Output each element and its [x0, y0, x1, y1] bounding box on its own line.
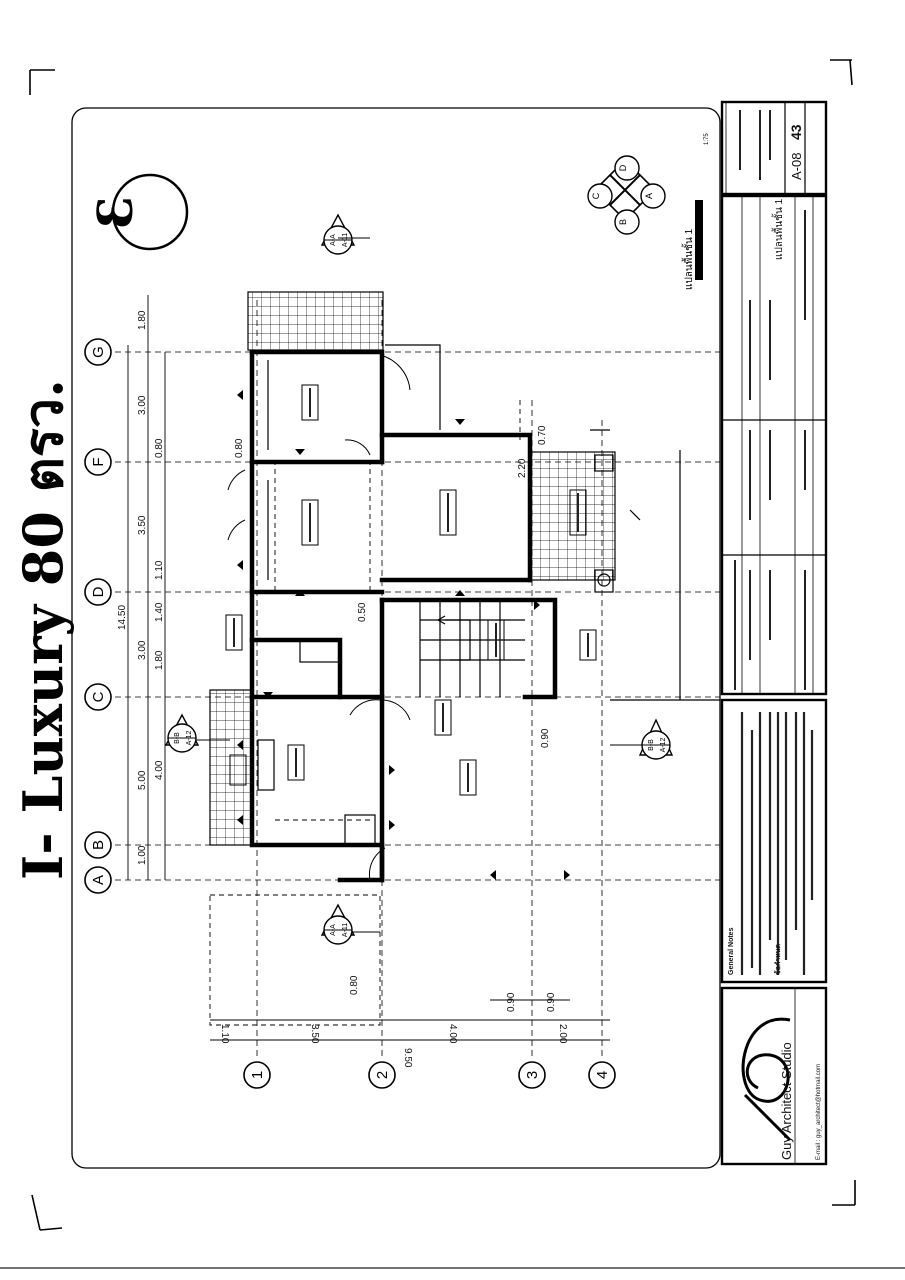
grid-label-g: G [90, 346, 107, 358]
dim-outer-5: 1.80 [137, 310, 148, 330]
room-tag-text [233, 388, 589, 792]
grid-label-c: C [90, 691, 107, 702]
grid-label-2: 2 [374, 1071, 391, 1079]
office-email: E-mail : guy_architect@hotmail.com [816, 1064, 822, 1160]
dim-vert-outer: 9.50 [402, 1048, 413, 1068]
elev-key-a: A [644, 193, 654, 199]
dim-inner-2: 1.40 [154, 602, 165, 622]
elevation-key: C D A B [587, 155, 666, 235]
handwritten-annotations: I- Luxury 80 ตรว. 3 [11, 173, 189, 880]
elevation-markers [237, 390, 570, 880]
section-marker-bb-left: B-B A-12 [164, 713, 230, 753]
grid-lines [115, 300, 720, 1060]
dim-small-5: 0.70 [537, 425, 548, 445]
general-notes-lines [740, 712, 814, 975]
dim-outer-2: 3.00 [137, 640, 148, 660]
section-marker-bb-right: B-B A-12 [610, 718, 674, 760]
grid-label-3: 3 [524, 1071, 541, 1079]
grid-bubble-d: D [84, 578, 112, 606]
grid-bubble-4: 4 [588, 1061, 616, 1089]
drawing-border [71, 107, 721, 1169]
dim-small-7: 0.80 [234, 438, 245, 458]
grid-bubble-2: 2 [368, 1061, 396, 1089]
section-bb-ref: A-12 [186, 731, 193, 746]
general-notes-heading: General Notes [728, 927, 735, 975]
grid-label-a: A [90, 875, 107, 885]
door-swings [227, 354, 411, 881]
office-name: Guy Architect Studio [779, 1042, 794, 1160]
handwritten-number: 3 [88, 196, 144, 229]
exterior-fixtures [590, 429, 641, 593]
dim-outer-4: 3.00 [137, 395, 148, 415]
section-marker-aa-bottom: A-A A-11 [320, 903, 380, 945]
elev-key-c: C [591, 192, 601, 199]
grid-label-1: 1 [249, 1071, 266, 1079]
dim-inner-4: 0.80 [154, 438, 165, 458]
dim-small-6: 2.20 [517, 458, 528, 478]
dim-outer-3: 3.50 [137, 515, 148, 535]
handwritten-circle [111, 173, 189, 251]
grid-bubble-g: G [84, 338, 112, 366]
dim-vert-3: 2.00 [557, 1024, 568, 1044]
section-aa-ref-2: A-11 [342, 923, 349, 937]
room-tags [225, 384, 597, 796]
dim-small-4: 0.50 [357, 602, 368, 622]
dim-vert-1: 3.50 [309, 1024, 320, 1044]
notes-heading: ข้อกำหนด [773, 943, 782, 975]
section-aa-ref: A-11 [342, 233, 349, 247]
dimension-lines [127, 295, 610, 1041]
dim-small-1: 0.90 [506, 992, 517, 1012]
stair-arrow [436, 615, 471, 661]
grid-label-b: B [90, 840, 107, 850]
dashed-outlines [209, 400, 521, 1026]
section-bb-ref-2: A-12 [660, 738, 667, 753]
grid-bubble-b: B [84, 831, 112, 859]
grid-bubble-f: F [84, 448, 112, 476]
grid-bubbles-numbers: 1 2 3 4 [243, 1061, 616, 1089]
plan-title-block: แปลนพื้นชั้น 1 1:75 [681, 133, 710, 290]
dim-inner-1: 1.80 [154, 650, 165, 670]
grid-bubble-3: 3 [518, 1061, 546, 1089]
section-aa-label: A-A [330, 234, 337, 246]
title-block-text-lines [734, 110, 806, 690]
dim-vert-2: 4.00 [447, 1024, 458, 1044]
section-bb-label: B-B [174, 732, 181, 744]
crop-marks [29, 59, 856, 1231]
section-bb-label-2: B-B [648, 739, 655, 751]
grid-label-4: 4 [594, 1071, 611, 1079]
section-aa-label-2: A-A [330, 924, 337, 936]
grid-bubble-a: A [84, 866, 112, 894]
handwritten-title: I- Luxury 80 ตรว. [11, 379, 75, 880]
elev-key-d: D [618, 164, 628, 171]
dim-inner-3: 1.10 [154, 560, 165, 580]
section-marker-aa-top: A-A A-11 [320, 213, 370, 255]
title-block-texts: A-08 43 แปลนพื้นชั้น 1 Guy Architect Stu… [728, 124, 822, 1160]
dim-small-3: 0.90 [540, 728, 551, 748]
title-block [720, 100, 828, 1166]
dim-small-0: 0.80 [349, 975, 360, 995]
grid-label-d: D [90, 586, 107, 597]
thin-partitions [257, 344, 720, 846]
walls [249, 349, 558, 883]
dim-small-2: 0.90 [546, 992, 557, 1012]
grid-bubble-c: C [84, 683, 112, 711]
dim-outer-1: 5.00 [137, 770, 148, 790]
elev-key-b: B [618, 219, 628, 225]
plan-title: แปลนพื้นชั้น 1 [681, 228, 695, 290]
tiled-areas [209, 291, 616, 846]
sheet-number: 43 [788, 124, 804, 140]
plan-scale: 1:75 [704, 133, 710, 145]
drawing-title: แปลนพื้นชั้น 1 [771, 198, 785, 260]
dim-overall: 14.50 [117, 605, 128, 630]
dim-outer-0: 1.00 [137, 845, 148, 865]
dimension-texts: 14.50 1.00 5.00 3.00 3.50 3.00 1.80 4.00… [117, 310, 568, 1068]
architect-logo [741, 1017, 792, 1142]
grid-bubble-1: 1 [243, 1061, 271, 1089]
dim-vert-0: 1.10 [219, 1024, 230, 1044]
dim-inner-0: 4.00 [154, 760, 165, 780]
grid-bubbles-letters: A B C D F G [84, 338, 112, 894]
grid-label-f: F [90, 457, 107, 466]
sheet-code: A-08 [789, 153, 804, 180]
